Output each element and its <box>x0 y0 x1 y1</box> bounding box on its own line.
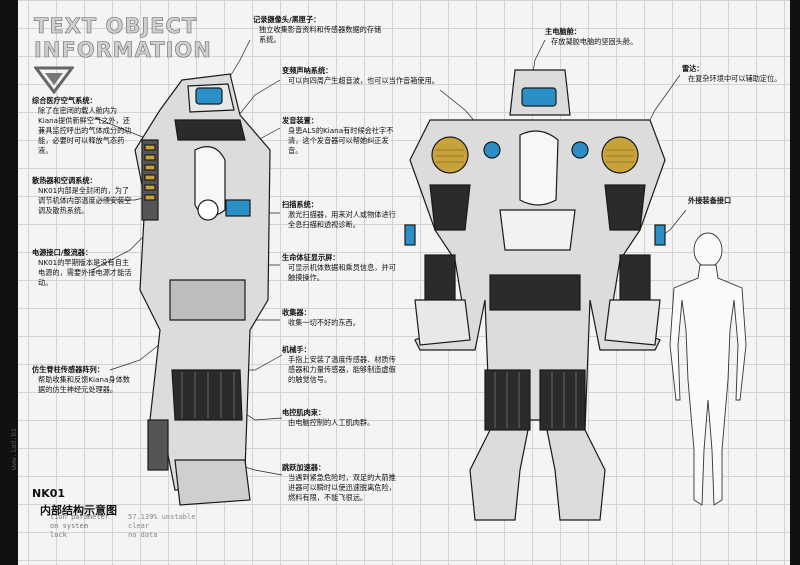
note-heading: 电源接口/整流器： <box>32 248 93 257</box>
note-vitals: 生命体征显示屏： 可显示机体数据和乘员信息，并可触摸操作。 <box>282 253 400 283</box>
warning-triangle-icon <box>34 66 74 94</box>
side-watermark-text: www.iad.bi <box>10 427 18 470</box>
note-body: 激光扫描器，用来对人或物体进行全息扫描和透视诊断。 <box>288 210 396 229</box>
note-heading: 生命体征显示屏： <box>282 253 340 262</box>
diagram-title: 内部结构示意图 <box>40 504 117 517</box>
param-line: clear <box>128 522 150 530</box>
note-body: NK01内部是全封闭的，为了调节机体内部温度必须安装空调及散热系统。 <box>38 186 132 215</box>
note-power: 电源接口/整流器： NK01的早期版本是没有自主电源的，需要外接电源才能活动。 <box>32 248 132 288</box>
note-heading: 机械手： <box>282 345 311 354</box>
note-recorder: 记录摄像头/黑匣子： 独立收集影音资料和传感器数据的存储系统。 <box>253 15 388 45</box>
note-brain: 主电脑舱： 存放凝胶电脑的坚固头舱。 <box>545 27 665 47</box>
title-line-1: TEXT OBJECT <box>34 14 198 39</box>
param-line: no data <box>128 531 158 539</box>
param-block-right: 57.139% unstable clear no data <box>128 513 195 540</box>
note-body: NK01的早期版本是没有自主电源的，需要外接电源才能活动。 <box>38 258 132 287</box>
note-heading: 收集器： <box>282 308 311 317</box>
note-heading: 电控肌肉束： <box>282 408 326 417</box>
note-muscle: 电控肌肉束： 由电脑控制的人工肌肉群。 <box>282 408 400 428</box>
note-heading: 外接装备接口 <box>688 196 732 205</box>
model-name: NK01 <box>32 487 66 500</box>
note-jump: 跳跃加速器： 当遇到紧急危险时，双足的大箭推进器可以瞬时以使迅速脱离危险，燃料有… <box>282 463 400 503</box>
note-heading: 综合医疗空气系统： <box>32 96 97 105</box>
note-collector: 收集器： 收集一切不好的东西。 <box>282 308 400 328</box>
param-line: 57.139% unstable <box>128 513 196 521</box>
param-line: lock <box>50 531 67 539</box>
note-scanner: 扫描系统： 激光扫描器，用来对人或物体进行全息扫描和透视诊断。 <box>282 200 400 230</box>
note-body: 除了在密闭的载人舱内为Kiana提供新鲜空气之外，还兼具监控呼出的气体成分的功能… <box>38 106 132 155</box>
note-heading: 发音装置： <box>282 116 318 125</box>
note-body: 在复杂环境中可以辅助定位。 <box>688 74 782 83</box>
note-heading: 扫描系统： <box>282 200 318 209</box>
page-title: TEXT OBJECT INFORMATION <box>34 14 212 63</box>
left-frame-bar <box>0 0 18 565</box>
note-voice: 发音装置： 身患ALS的Kiana有时候会社字不清，这个发音器可以帮她纠正发音。 <box>282 116 400 156</box>
note-body: 可以向四周产生超音波，也可以当作音箱使用。 <box>288 76 439 85</box>
title-line-2: INFORMATION <box>34 38 212 63</box>
note-arm: 机械手： 手指上安装了温度传感器、材质传感器和力量传感器，能够制造虚假的触觉信号… <box>282 345 400 385</box>
note-heading: 记录摄像头/黑匣子： <box>253 15 321 24</box>
param-line: on system <box>50 522 88 530</box>
note-sonar: 变频声呐系统： 可以向四周产生超音波，也可以当作音箱使用。 <box>282 66 482 86</box>
note-radar: 雷达： 在复杂环境中可以辅助定位。 <box>682 64 782 84</box>
note-body: 存放凝胶电脑的坚固头舱。 <box>551 37 638 46</box>
param-block-left: tion parameter on system lock <box>50 513 109 540</box>
note-external: 外接装备接口 <box>688 196 768 206</box>
note-heading: 雷达： <box>682 64 704 73</box>
note-spine: 仿生脊柱传感器阵列： 帮助收集和反馈Kiana身体数据的仿生神经元处理器。 <box>32 365 132 395</box>
note-cooling: 散热器和空调系统： NK01内部是全封闭的，为了调节机体内部温度必须安装空调及散… <box>32 176 132 216</box>
note-medical: 综合医疗空气系统： 除了在密闭的载人舱内为Kiana提供新鲜空气之外，还兼具监控… <box>32 96 132 156</box>
note-heading: 仿生脊柱传感器阵列： <box>32 365 104 374</box>
note-heading: 变频声呐系统： <box>282 66 333 75</box>
param-line: tion parameter <box>50 513 110 521</box>
note-body: 可显示机体数据和乘员信息，并可触摸操作。 <box>288 263 396 282</box>
note-heading: 主电脑舱： <box>545 27 581 36</box>
note-body: 身患ALS的Kiana有时候会社字不清，这个发音器可以帮她纠正发音。 <box>288 126 394 155</box>
right-frame-bar <box>790 0 800 565</box>
note-body: 帮助收集和反馈Kiana身体数据的仿生神经元处理器。 <box>38 375 130 394</box>
note-heading: 散热器和空调系统： <box>32 176 97 185</box>
note-body: 独立收集影音资料和传感器数据的存储系统。 <box>259 25 382 44</box>
note-heading: 跳跃加速器： <box>282 463 326 472</box>
note-body: 由电脑控制的人工肌肉群。 <box>288 418 375 427</box>
note-body: 当遇到紧急危险时，双足的大箭推进器可以瞬时以使迅速脱离危险，燃料有限，不能飞很远… <box>288 473 396 502</box>
note-body: 手指上安装了温度传感器、材质传感器和力量传感器，能够制造虚假的触觉信号。 <box>288 355 396 384</box>
note-body: 收集一切不好的东西。 <box>288 318 360 327</box>
